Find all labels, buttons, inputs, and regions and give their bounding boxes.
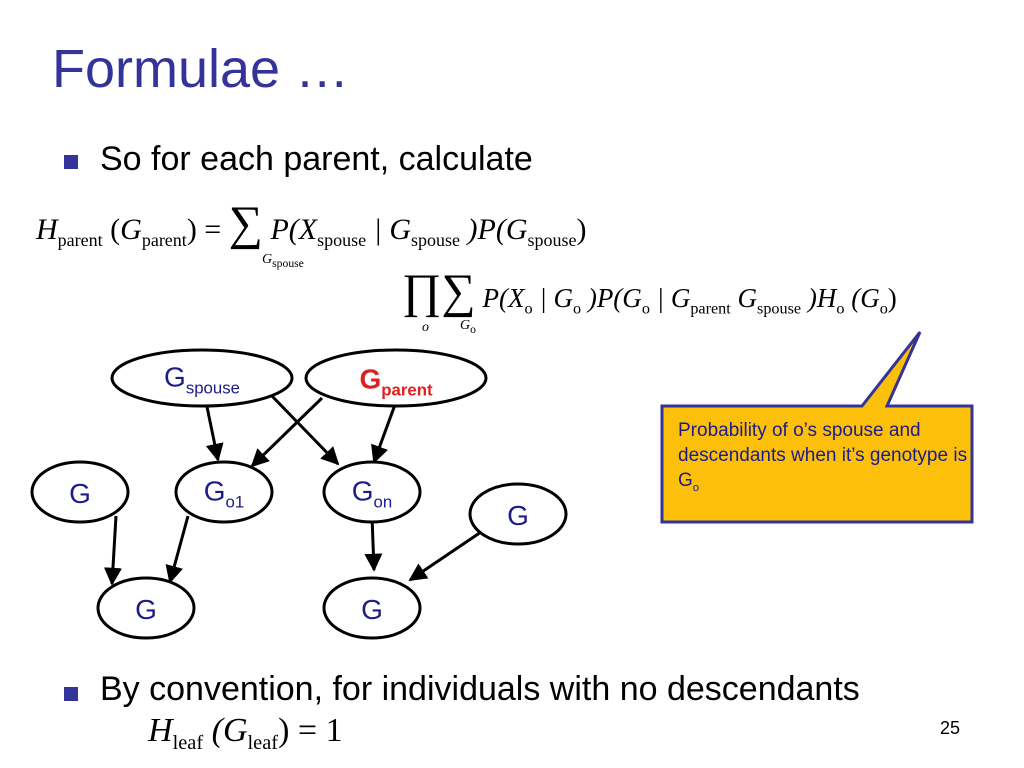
edge-parent-o1 [250,396,324,468]
node-left-g [30,460,130,524]
sum-index-o: Go [460,318,476,336]
bullet-text-2: By convention, for individuals with no d… [100,670,860,708]
edge-on-bottomright [364,515,383,572]
node-on [322,460,422,524]
node-parent [304,348,488,408]
node-spouse [110,348,294,408]
node-right-g [468,482,568,546]
bullet-marker [64,687,78,701]
node-bottom-left-g-label: G [135,594,157,625]
slide-title: Formulae … [52,39,350,99]
node-right-g-label: G [507,500,529,531]
formula-parent: Hparent (Gparent) = ∑ P(Xspouse | Gspous… [36,197,587,251]
page-number: 25 [940,718,961,738]
node-bottom-right-g [322,576,422,640]
edge-rightg-bottomright [408,528,485,582]
edge-spouse-o1 [204,401,224,462]
bullet-marker [64,155,78,169]
node-parent-label: Gparent [359,363,433,400]
bullet-text-1: So for each parent, calculate [100,140,533,178]
product-index: o [422,320,429,335]
node-on-label: Gon [351,475,393,512]
node-spouse-label: Gspouse [164,361,240,398]
edge-leftg-bottomleft [103,515,122,586]
edge-o1-bottomleft [165,515,190,584]
sum-index-spouse: Gspouse [262,252,304,270]
node-o1 [174,460,274,524]
formula-product: ∏∑ P(Xo | Go )P(Go | Gparent Gspouse )Ho… [402,265,897,318]
node-bottom-left-g [96,576,196,640]
formula-leaf: Hleaf (Gleaf) = 1 [148,712,343,754]
edge-spouse-on [268,392,340,466]
node-left-g-label: G [69,478,91,509]
edge-parent-on [371,401,398,464]
node-bottom-right-g-label: G [361,594,383,625]
callout-shape [660,331,974,524]
node-o1-label: Go1 [203,475,245,512]
callout-text: Probability of o’s spouse and descendant… [678,420,968,494]
